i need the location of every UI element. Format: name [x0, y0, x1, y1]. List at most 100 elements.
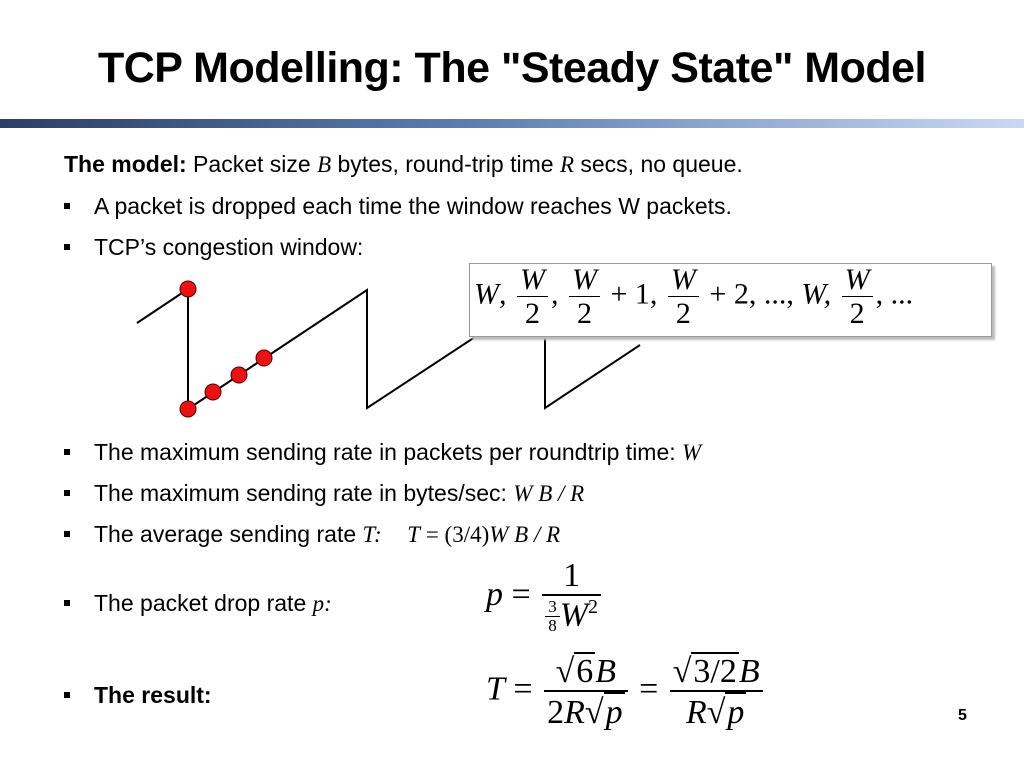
result-formula: T = √6B 2R√p = √3/2B R√p [486, 652, 766, 731]
bullet-drop-rate-line: The packet drop rate p: [94, 590, 332, 617]
var-w: W [682, 440, 702, 465]
three: 3 [548, 597, 557, 617]
packet-dot [204, 383, 222, 401]
formula-p: p [486, 575, 503, 613]
six: 6 [574, 652, 596, 690]
packet-dot [179, 400, 197, 418]
seq-w: W [474, 277, 499, 311]
result-num-1: √6B [544, 652, 627, 690]
formula-eq: = [513, 670, 533, 708]
bullet-marker [64, 600, 70, 606]
model-label: The model: [64, 151, 187, 177]
result-den-1: 2R√p [544, 689, 628, 731]
three-halves: 3/2 [691, 652, 739, 690]
seq-plus-two: + 2, ..., [709, 277, 794, 311]
seq-den: 2 [569, 295, 600, 330]
seq-num: W [572, 263, 597, 296]
var-wbr: W B / R [513, 481, 585, 506]
formula-w: W [559, 596, 589, 634]
var-p: p [725, 691, 747, 731]
radical: √ [706, 693, 726, 731]
sqrt-three-halves: √3/2 [673, 652, 739, 690]
page-number: 5 [958, 707, 967, 724]
seq-w-comma: W, [801, 277, 832, 311]
avg-formula-coef: = (3/4) [420, 522, 490, 547]
avg-formula-t: T [407, 522, 421, 547]
seq-den: 2 [667, 295, 699, 330]
sqrt-p: √p [706, 691, 747, 731]
seq-dots: , ... [875, 277, 914, 311]
seq-den: 2 [517, 295, 548, 330]
formula-eq: = [639, 670, 659, 708]
bullet-marker [64, 531, 70, 537]
var-b: B [595, 653, 617, 690]
bullet-marker [64, 244, 70, 250]
seq-num: W [844, 263, 870, 296]
radical: √ [584, 693, 604, 731]
bullet-marker [64, 203, 70, 209]
model-description: The model: Packet size B bytes, round-tr… [64, 151, 743, 178]
avg-formula-vars: W B / R [489, 522, 561, 547]
seq-num: W [520, 263, 545, 296]
bullet-avg-line: The average sending rate T: T = (3/4)W B… [94, 521, 560, 548]
seq-comma: , [499, 277, 507, 311]
title-divider [0, 119, 1024, 128]
bullet-max-bytes-text: The maximum sending rate in bytes/sec: [94, 480, 514, 506]
result-den-2: R√p [669, 689, 763, 731]
bullet-max-pkts-text: The maximum sending rate in packets per … [94, 439, 683, 465]
seq-den: 2 [841, 295, 873, 330]
bullet-marker [64, 490, 70, 496]
bullet-result-text: The result: [94, 682, 212, 708]
var-r: R [685, 693, 707, 731]
result-frac-2: √3/2B R√p [669, 652, 763, 731]
var-p: p [603, 691, 625, 731]
bullet-drop-text: A packet is dropped each time the window… [94, 193, 732, 219]
model-text-1: Packet size [186, 151, 318, 177]
eight: 8 [545, 616, 560, 636]
result-frac-1: √6B 2R√p [544, 652, 628, 731]
bullet-max-pkts-line: The maximum sending rate in packets per … [94, 439, 701, 466]
sqrt-six: √6 [556, 652, 596, 690]
model-var-r: R [559, 152, 574, 177]
seq-plus-one: + 1, [610, 277, 658, 311]
radical: √ [672, 653, 692, 690]
bullet-cwnd-text: TCP’s congestion window: [94, 234, 364, 260]
var-b: B [738, 653, 760, 690]
model-text-2: bytes, round-trip time [331, 151, 560, 177]
var-r: R [564, 693, 585, 731]
seq-comma: , [551, 277, 559, 311]
bullet-drop-rate-text: The packet drop rate [94, 590, 313, 616]
packet-dot [255, 349, 273, 367]
result-num-2: √3/2B [670, 652, 763, 690]
model-text-3: secs, no queue. [574, 151, 743, 177]
bullet-max-bytes-line: The maximum sending rate in bytes/sec: W… [94, 480, 584, 507]
slide-title: TCP Modelling: The "Steady State" Model [97, 44, 927, 92]
formula-t: T [486, 670, 505, 708]
bullet-marker [64, 449, 70, 455]
seq-num: W [670, 263, 696, 296]
var-t: T: [362, 522, 382, 547]
bullet-marker [64, 692, 70, 698]
model-var-b: B [317, 152, 332, 177]
two: 2 [547, 693, 565, 731]
formula-square: 2 [588, 595, 599, 618]
radical: √ [555, 653, 575, 690]
sqrt-p: √p [584, 691, 625, 731]
bullet-avg-text: The average sending rate [94, 521, 363, 547]
packet-dot [179, 280, 197, 298]
packet-dot [230, 366, 248, 384]
formula-one: 1 [563, 557, 581, 594]
var-p: p: [312, 591, 332, 616]
sawtooth-line [136, 287, 641, 411]
